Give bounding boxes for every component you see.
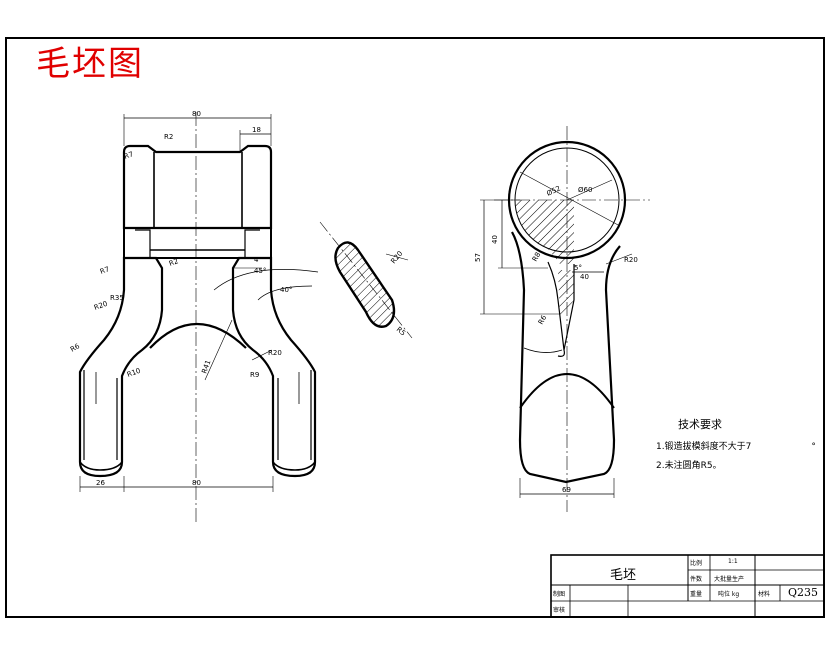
dim-bottom-left: 26	[96, 479, 105, 487]
dim-section-r20: R20	[389, 250, 404, 266]
dim-r7-top: R7	[123, 150, 135, 161]
title-part-name: 毛坯	[610, 568, 637, 583]
dim-h57: 57	[474, 253, 482, 262]
dim-ang5: 5°	[574, 264, 582, 272]
drawing-heading: 毛坯图	[36, 44, 144, 84]
dim-r2-top: R2	[164, 133, 173, 141]
fork-body-outline	[78, 256, 164, 478]
dim-r10: R10	[126, 367, 142, 379]
fork-arch	[149, 322, 247, 349]
dim-r20-side: R20	[624, 256, 638, 264]
title-material-value: 大批量生产	[714, 576, 745, 583]
dim-section-r5: R5	[395, 325, 407, 337]
title-material-code: Q235	[788, 586, 819, 599]
title-checker-label: 审核	[553, 607, 566, 614]
dim-h40: 40	[491, 235, 499, 244]
title-scale-label: 比例	[690, 560, 703, 567]
tech-requirement-1-unit: °	[811, 442, 816, 452]
dim-r20-center: R20	[268, 349, 282, 357]
section-outline	[334, 241, 396, 328]
dim-d52: Ø52	[545, 184, 561, 197]
tech-requirement-1-text: 1.锻造拔模斜度不大于7	[656, 442, 752, 452]
tech-requirement-1: 1.锻造拔模斜度不大于7 °	[656, 439, 816, 452]
dim-r6-side: R6	[537, 313, 549, 326]
shank-outline	[511, 231, 621, 484]
drawing-border	[5, 37, 825, 618]
dim-r2-inner: R2	[168, 257, 180, 268]
dim-top-right: 18	[252, 126, 261, 134]
title-scale-value: 1:1	[728, 558, 738, 565]
title-material-label: 件数	[690, 576, 703, 583]
front-view	[78, 112, 319, 525]
top-block-outline	[122, 144, 273, 230]
dim-ang45: 45°	[254, 267, 266, 275]
dim-r8: R8	[531, 251, 543, 263]
dim-bottom-width: 80	[192, 479, 201, 487]
dim-w69: 69	[562, 486, 571, 494]
title-block	[550, 554, 825, 618]
dim-r6: R6	[69, 342, 82, 354]
title-date-label: 重量	[690, 591, 703, 598]
dim-w40: 40	[580, 273, 589, 281]
dim-r9: R9	[250, 371, 259, 379]
dim-four: 4	[254, 256, 259, 264]
title-drawing-no-label: 材料	[758, 591, 771, 598]
dim-ang40: 40°	[280, 286, 292, 294]
dim-top-width: 80	[192, 110, 201, 118]
side-view	[480, 126, 650, 512]
tech-requirements-title: 技术要求	[678, 418, 722, 431]
title-weight-value: 吨位 kg	[718, 591, 740, 598]
tech-requirement-2: 2.未注圆角R5。	[656, 461, 722, 471]
dim-r20-left: R20	[93, 300, 109, 312]
dim-r7-left: R7	[99, 265, 111, 276]
front-dimensions: 80 18 R2 R7 R7 R2 R35 R20 R6 R10 R41 R20…	[69, 110, 292, 487]
dim-d60: Ø60	[578, 186, 592, 194]
cross-section	[319, 221, 413, 339]
title-designer-label: 制图	[553, 591, 566, 598]
dim-r35: R35	[110, 294, 124, 302]
